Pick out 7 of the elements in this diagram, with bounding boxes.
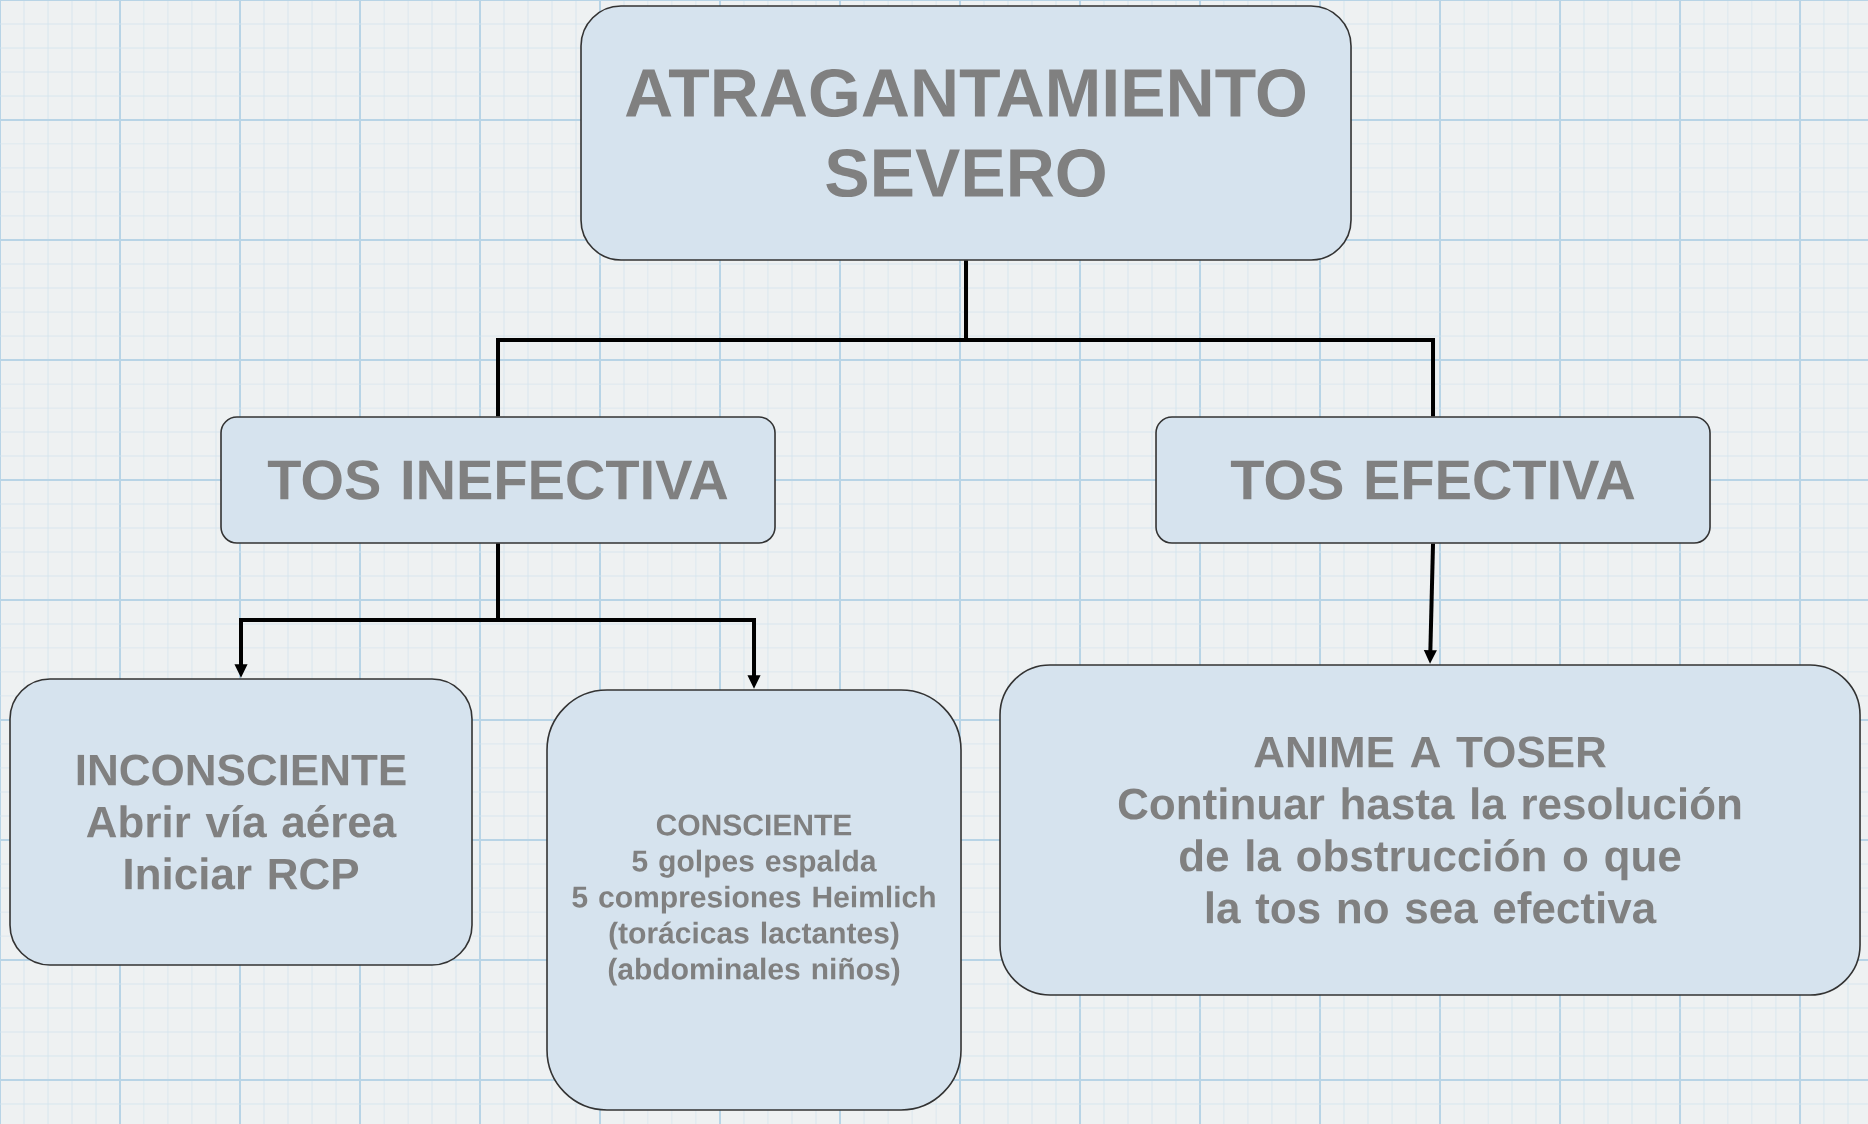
process-box: TOS INEFECTIVA bbox=[220, 416, 776, 544]
process-box: TOS EFECTIVA bbox=[1155, 416, 1711, 544]
connector-line bbox=[964, 260, 1435, 417]
process-box: INCONSCIENTE Abrir vía aérea Iniciar RCP bbox=[9, 678, 473, 966]
process-box: CONSCIENTE 5 golpes espalda 5 compresiones Heimlich (torácicas lactantes) (abdominales niños) bbox=[546, 689, 962, 1111]
process-box: ATRAGANTAMIENTO SEVERO bbox=[580, 5, 1352, 261]
process-box: ANIME A TOSER Continuar hasta la resolución de la obstrucción o que la tos no sea efectiva bbox=[999, 664, 1861, 996]
